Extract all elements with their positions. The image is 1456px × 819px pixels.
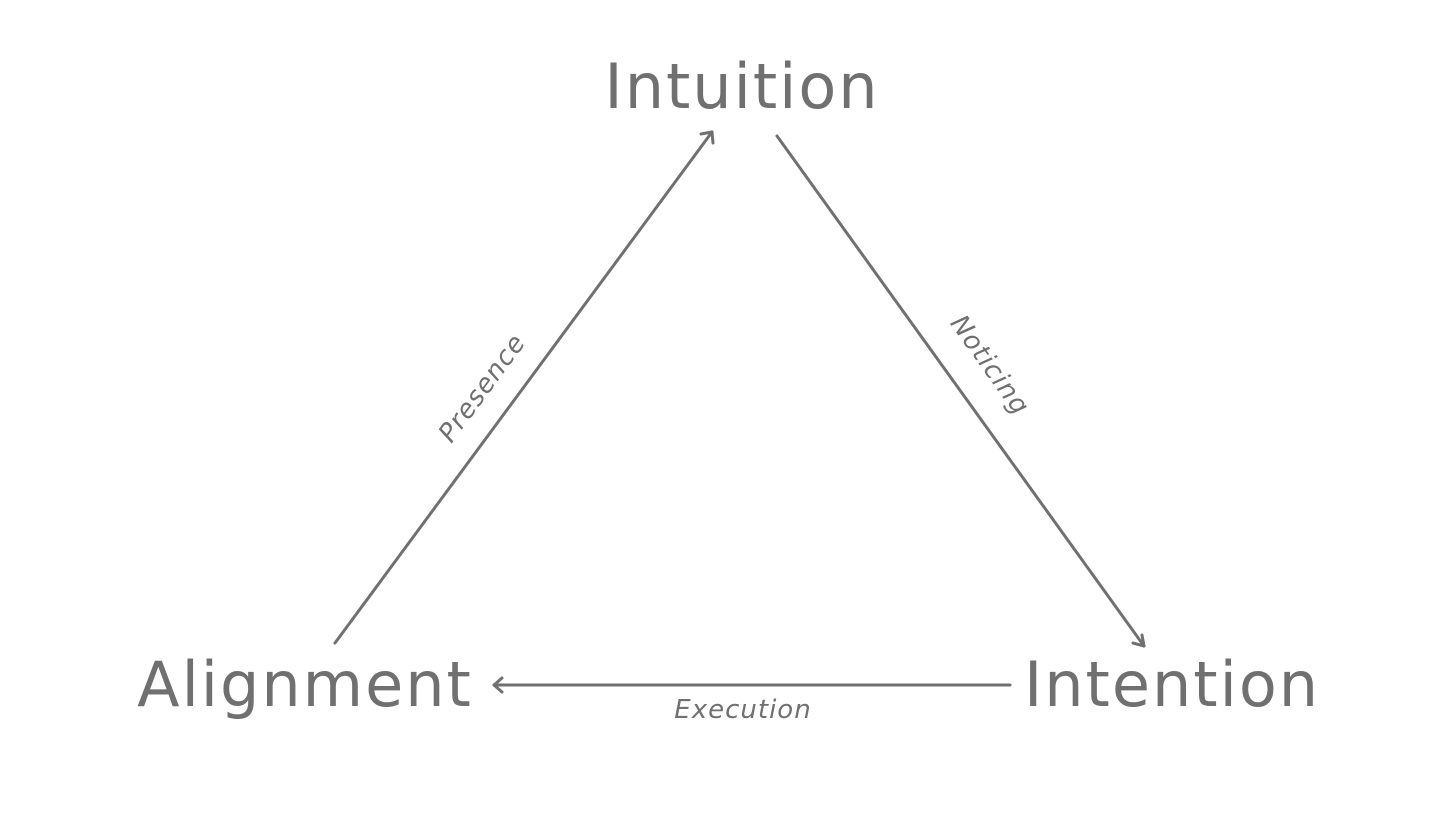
edge-label-presence: Presence <box>433 328 532 448</box>
arrowhead-presence <box>699 130 715 145</box>
arrowhead-execution <box>492 676 504 694</box>
arrow-noticing-line <box>775 134 1146 648</box>
edge-label-execution: Execution <box>674 695 811 725</box>
node-intention: Intention <box>1024 648 1320 721</box>
arrowhead-noticing <box>1131 633 1146 648</box>
arrow-presence-line <box>333 130 714 645</box>
node-alignment: Alignment <box>137 648 473 721</box>
node-intuition: Intuition <box>604 50 879 123</box>
edge-noticing: Noticing <box>775 134 1146 648</box>
edge-label-noticing: Noticing <box>944 310 1036 421</box>
edge-execution: Execution <box>492 676 1012 725</box>
edge-presence: Presence <box>333 130 715 645</box>
